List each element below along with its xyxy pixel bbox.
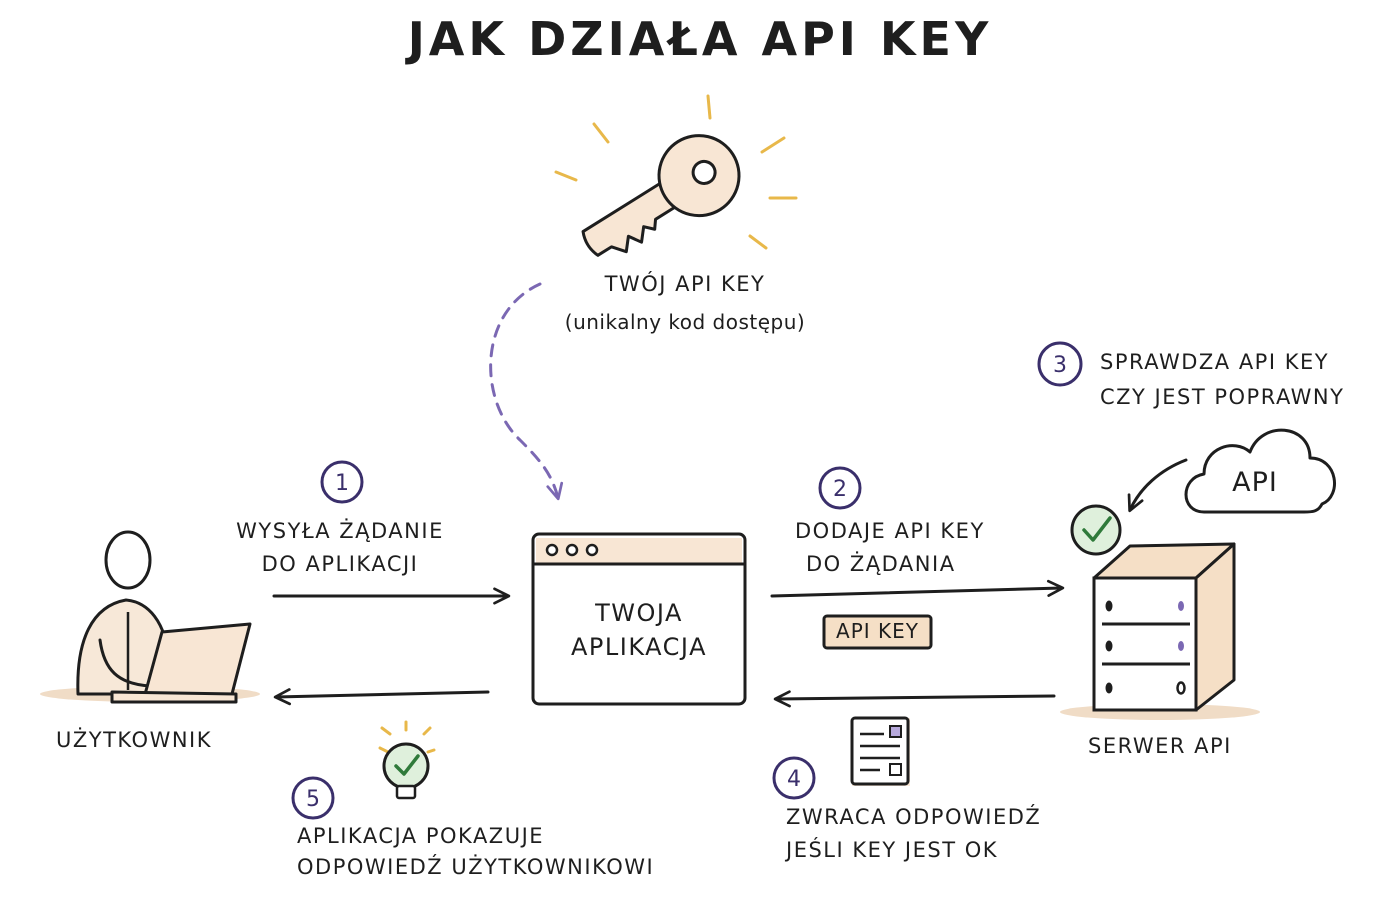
step-3-line-2: CZY JEST POPRAWNY [1100, 385, 1345, 409]
app-label-line-2: APLIKACJA [571, 633, 707, 661]
cloud-label: API [1232, 467, 1278, 498]
key-icon [581, 134, 741, 257]
key-label: TWÓJ API KEY [604, 272, 766, 296]
step-4-line-1: ZWRACA ODPOWIEDŹ [786, 805, 1042, 829]
step-circle-2: 2 [818, 466, 862, 510]
step-number-1: 1 [335, 471, 349, 496]
app-window [531, 532, 747, 706]
arrow-server-to-app [773, 690, 1056, 708]
server-label: SERWER API [1088, 734, 1232, 758]
step-number-5: 5 [306, 787, 320, 812]
arrow-app-to-server [770, 579, 1065, 598]
api-key-badge [822, 614, 933, 650]
arrow-app-to-user [273, 688, 490, 706]
user-label: UŻYTKOWNIK [56, 728, 213, 752]
step-number-3: 3 [1053, 353, 1067, 378]
step-5-line-1: APLIKACJA POKAZUJE [297, 824, 545, 848]
user-illustration [40, 530, 260, 704]
key-sublabel: (unikalny kod dostępu) [564, 310, 806, 334]
server-illustration [1060, 542, 1260, 720]
step-number-4: 4 [787, 767, 801, 792]
step-2-line-2: DO ŻĄDANIA [806, 552, 956, 576]
step-circle-4: 4 [772, 756, 816, 800]
cloud-icon [1184, 428, 1336, 514]
key-to-app-dashed-arrow [489, 282, 564, 501]
step-2-line-1: DODAJE API KEY [795, 519, 985, 543]
arrow-cloud-to-server [1127, 458, 1188, 513]
step-5-line-2: ODPOWIEDŹ UŻYTKOWNIKOWI [297, 855, 655, 879]
step-1-line-2: DO APLIKACJI [261, 552, 419, 576]
document-icon [850, 716, 910, 786]
app-label-line-1: TWOJA [595, 599, 683, 627]
step-number-2: 2 [833, 477, 847, 502]
step-circle-3: 3 [1037, 341, 1083, 387]
step-4-line-2: JEŚLI KEY JEST OK [786, 838, 998, 862]
laptop-icon [110, 622, 252, 704]
lightbulb-icon [378, 720, 436, 800]
step-circle-5: 5 [291, 776, 335, 820]
page-title: JAK DZIAŁA API KEY [407, 12, 993, 66]
step-1-line-1: WYSYŁA ŻĄDANIE [236, 519, 444, 543]
step-3-line-1: SPRAWDZA API KEY [1100, 350, 1330, 374]
step-circle-1: 1 [320, 460, 364, 504]
check-icon [1070, 504, 1122, 556]
api-key-badge-label: API KEY [836, 619, 919, 643]
key-rays [554, 94, 798, 250]
key-illustration [554, 94, 798, 257]
